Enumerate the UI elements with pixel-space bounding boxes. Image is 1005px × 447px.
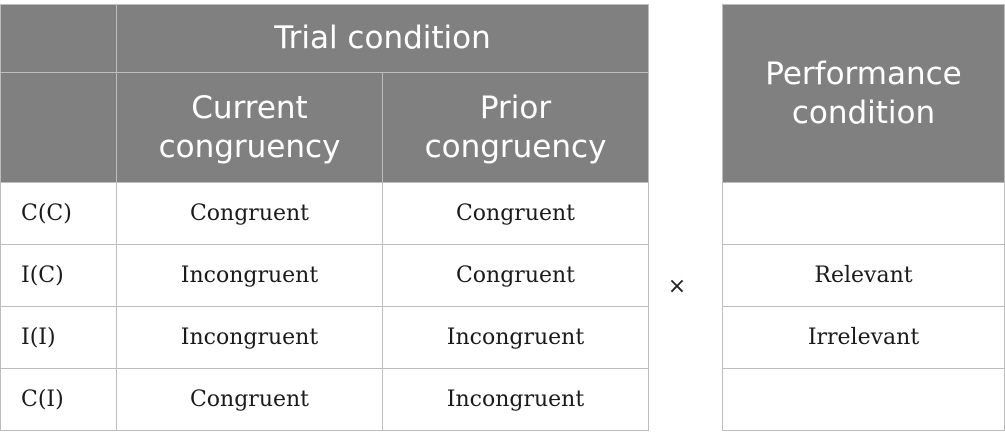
current-congruency-cell: Congruent (116, 182, 383, 245)
current-congruency-cell: Incongruent (116, 306, 383, 369)
table-row (722, 368, 1005, 431)
table-row: Relevant (722, 244, 1005, 307)
table-row (722, 182, 1005, 245)
corner-header-cell (0, 4, 117, 73)
table-row: I(C) Incongruent Congruent (0, 244, 649, 307)
trial-condition-header: Trial condition (116, 4, 649, 73)
table-row: Irrelevant (722, 306, 1005, 369)
row-label: I(C) (0, 244, 117, 307)
performance-cell: Irrelevant (722, 306, 1005, 369)
performance-cell: Relevant (722, 244, 1005, 307)
row-label: C(I) (0, 368, 117, 431)
table-row: I(I) Incongruent Incongruent (0, 306, 649, 369)
trial-condition-table: Trial condition Current congruency Prior… (0, 4, 649, 431)
current-congruency-header: Current congruency (116, 72, 383, 183)
performance-condition-header: Performance condition (722, 4, 1005, 183)
prior-congruency-header: Prior congruency (382, 72, 649, 183)
current-congruency-cell: Congruent (116, 368, 383, 431)
row-label-header-cell (0, 72, 117, 183)
row-label: I(I) (0, 306, 117, 369)
prior-congruency-cell: Incongruent (382, 368, 649, 431)
multiplication-sign: × (667, 274, 687, 299)
performance-condition-table: Performance condition Relevant Irrelevan… (722, 4, 1005, 431)
table-row: C(C) Congruent Congruent (0, 182, 649, 245)
performance-cell (722, 368, 1005, 431)
current-congruency-cell: Incongruent (116, 244, 383, 307)
prior-congruency-cell: Incongruent (382, 306, 649, 369)
row-label: C(C) (0, 182, 117, 245)
table-row: C(I) Congruent Incongruent (0, 368, 649, 431)
prior-congruency-cell: Congruent (382, 244, 649, 307)
prior-congruency-cell: Congruent (382, 182, 649, 245)
performance-cell (722, 182, 1005, 245)
